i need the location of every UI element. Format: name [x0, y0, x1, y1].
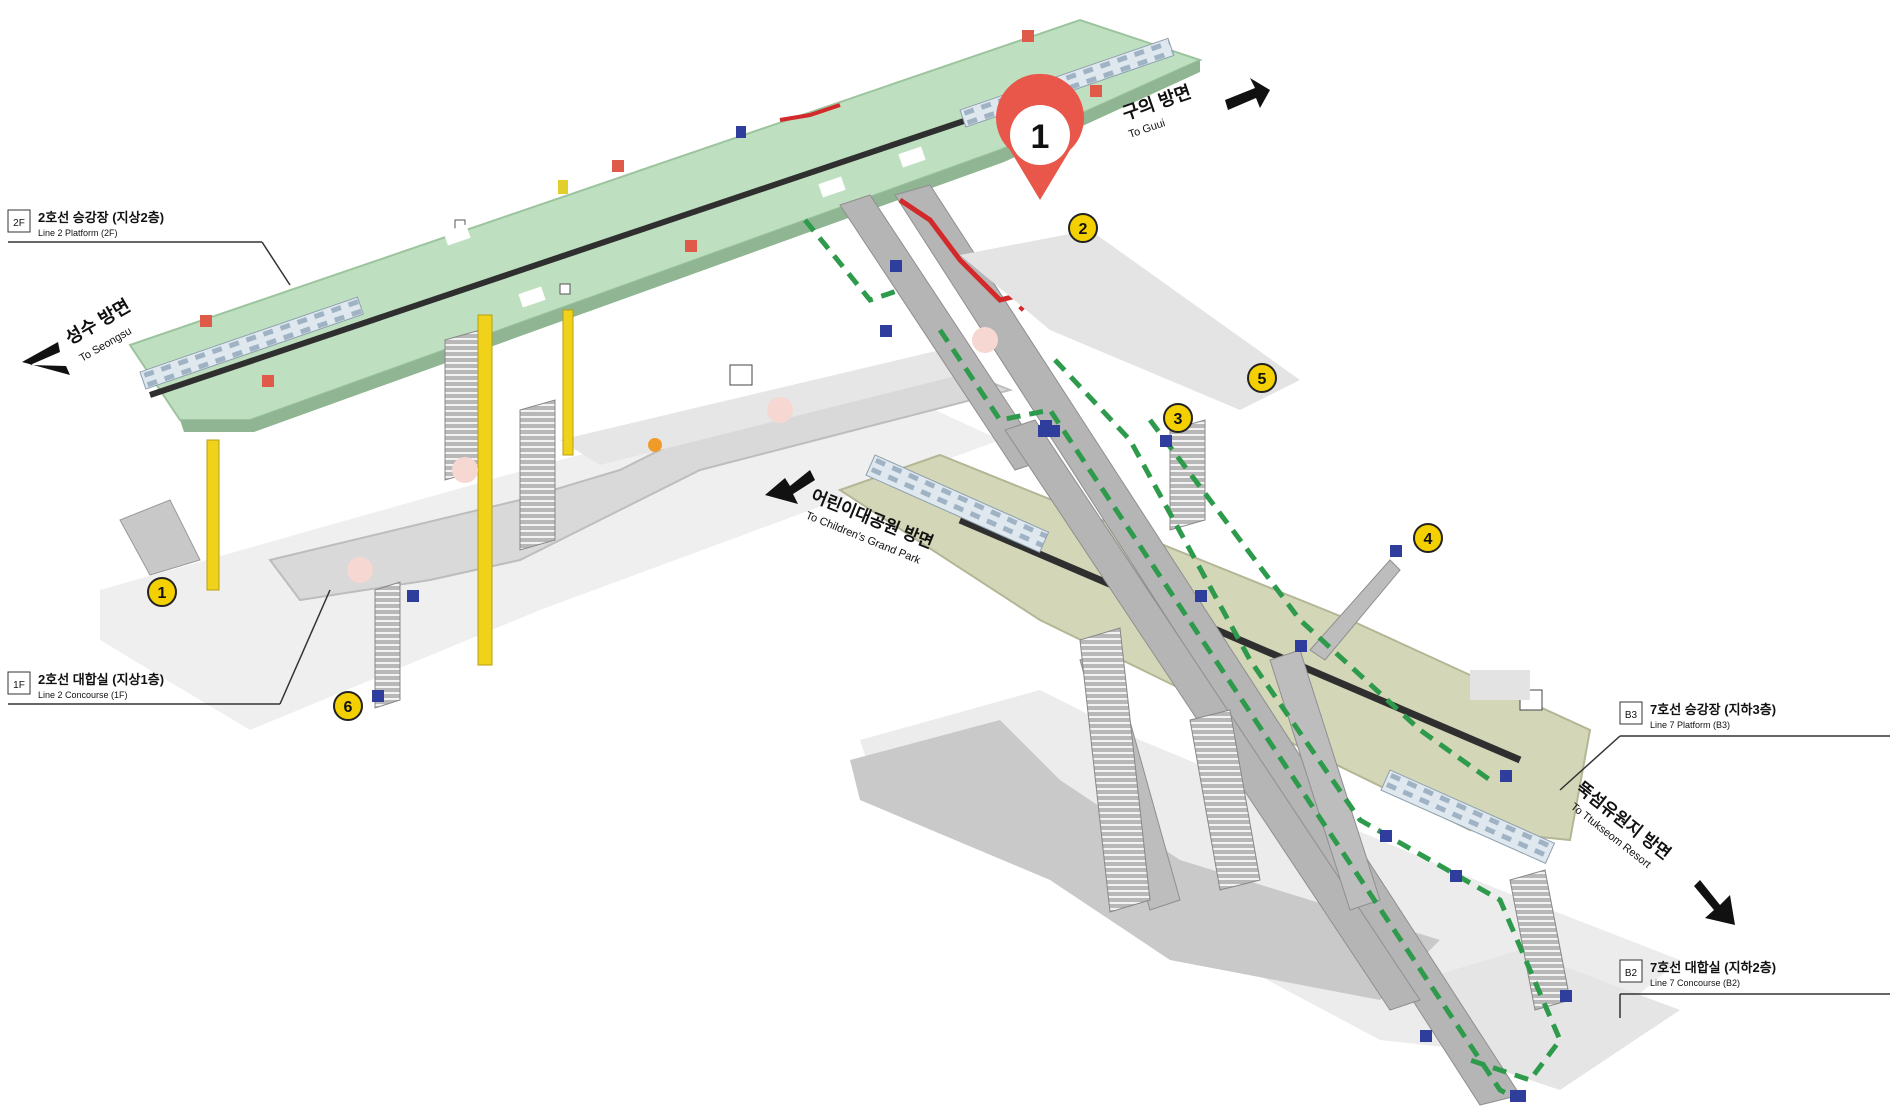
- level-badge: [1619, 959, 1643, 983]
- exit-badge-icon: 5: [1247, 363, 1277, 393]
- exit-number: 2: [1079, 221, 1088, 238]
- line7-track: [958, 516, 1522, 764]
- pin-number: 1: [1031, 118, 1050, 156]
- transfer-path-green: [1053, 358, 1563, 1083]
- exit-badge-icon: 2: [1068, 213, 1098, 243]
- stair-line7-c: [1189, 709, 1261, 891]
- elevator-icon: [206, 439, 220, 591]
- level-badge-text: B3: [1625, 710, 1638, 721]
- arrow-icon: [22, 342, 70, 375]
- level-badge: [7, 671, 31, 695]
- exit-badge-icon: 6: [333, 691, 363, 721]
- exit-number: 5: [1258, 371, 1267, 388]
- restroom-icon: [729, 364, 753, 386]
- arrow-icon: [765, 470, 815, 504]
- line7-train-upper: [865, 454, 1050, 554]
- transfer-path-red: [779, 103, 841, 122]
- transfer-path-green: [803, 218, 901, 303]
- line2-train-left: [139, 296, 364, 390]
- exit-number: 3: [1174, 411, 1183, 428]
- stair-exit1: [119, 499, 201, 576]
- level-badge-text: 2F: [13, 218, 25, 229]
- exit-badge-icon: 4: [1413, 523, 1443, 553]
- level-label-en: Line 7 Platform (B3): [1650, 720, 1730, 730]
- level-label-line2-platform: 2F 2호선 승강장 (지상2층) Line 2 Platform (2F): [7, 209, 291, 286]
- level-badge: [1619, 701, 1643, 725]
- level-label-en: Line 2 Platform (2F): [38, 228, 118, 238]
- level-badge-text: 1F: [13, 680, 25, 691]
- facility-markers: [347, 260, 1572, 1102]
- level-label-en: Line 2 Concourse (1F): [38, 690, 128, 700]
- level-label-ko: 2호선 승강장 (지상2층): [38, 210, 164, 225]
- level-badge: [7, 209, 31, 233]
- level-label-ko: 7호선 대합실 (지하2층): [1650, 960, 1776, 975]
- exit-number: 4: [1424, 531, 1433, 548]
- map-pin-icon: 1: [996, 73, 1084, 200]
- level-badge-text: B2: [1625, 968, 1638, 979]
- elevator-icon: [562, 309, 574, 456]
- exit-number: 6: [344, 699, 353, 716]
- exit-number: 1: [158, 585, 167, 602]
- stair-exit4: [1309, 559, 1401, 661]
- level-label-en: Line 7 Concourse (B2): [1650, 978, 1740, 988]
- exit-badge-icon: 3: [1163, 403, 1193, 433]
- arrow-icon: [1694, 880, 1735, 925]
- stair-left-b: [519, 399, 556, 551]
- direction-left: 성수 방면 To Seongsu: [22, 296, 134, 375]
- exit-badge-icon: 1: [147, 577, 177, 607]
- line7-train-lower: [1380, 769, 1556, 864]
- restroom-icon: [1470, 670, 1530, 700]
- level-label-line2-concourse: 1F 2호선 대합실 (지상1층) Line 2 Concourse (1F): [7, 589, 331, 705]
- upper-landing: [960, 230, 1300, 410]
- level-label-ko: 2호선 대합실 (지상1층): [38, 672, 164, 687]
- transfer-path-green: [937, 328, 1522, 1103]
- stair-left-c: [374, 581, 401, 709]
- line2-concourse-deck: [268, 368, 1014, 602]
- arrow-icon: [1225, 78, 1270, 110]
- stair-line7-b: [1079, 627, 1151, 913]
- direction-bottom-right: 뚝섬유원지 방면 To Ttukseom Resort: [1568, 778, 1735, 925]
- line2-concourse-floor: [100, 380, 1000, 730]
- elevator-icon: [477, 314, 493, 666]
- stair-line7-a: [1169, 419, 1206, 531]
- level-label-line7-concourse: B2 7호선 대합실 (지하2층) Line 7 Concourse (B2): [1619, 959, 1890, 1018]
- transfer-path-green: [1148, 418, 1492, 783]
- level-label-ko: 7호선 승강장 (지하3층): [1650, 702, 1776, 717]
- level-label-line7-platform: B3 7호선 승강장 (지하3층) Line 7 Platform (B3): [1559, 701, 1890, 791]
